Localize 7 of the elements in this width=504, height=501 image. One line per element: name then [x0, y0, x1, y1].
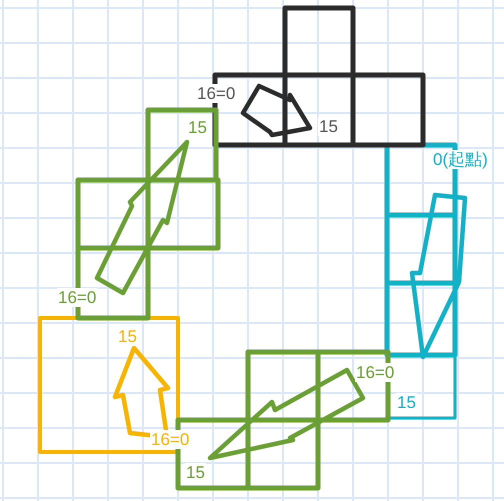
- step-label: 16=0: [355, 363, 396, 382]
- step-label: 16=0: [57, 288, 98, 307]
- step-label: 16=0: [196, 84, 236, 103]
- step-label: 15: [318, 117, 339, 136]
- step-label: 16=0: [150, 430, 190, 449]
- step-label: 0(起點): [432, 150, 489, 169]
- step-label: 15: [117, 327, 138, 346]
